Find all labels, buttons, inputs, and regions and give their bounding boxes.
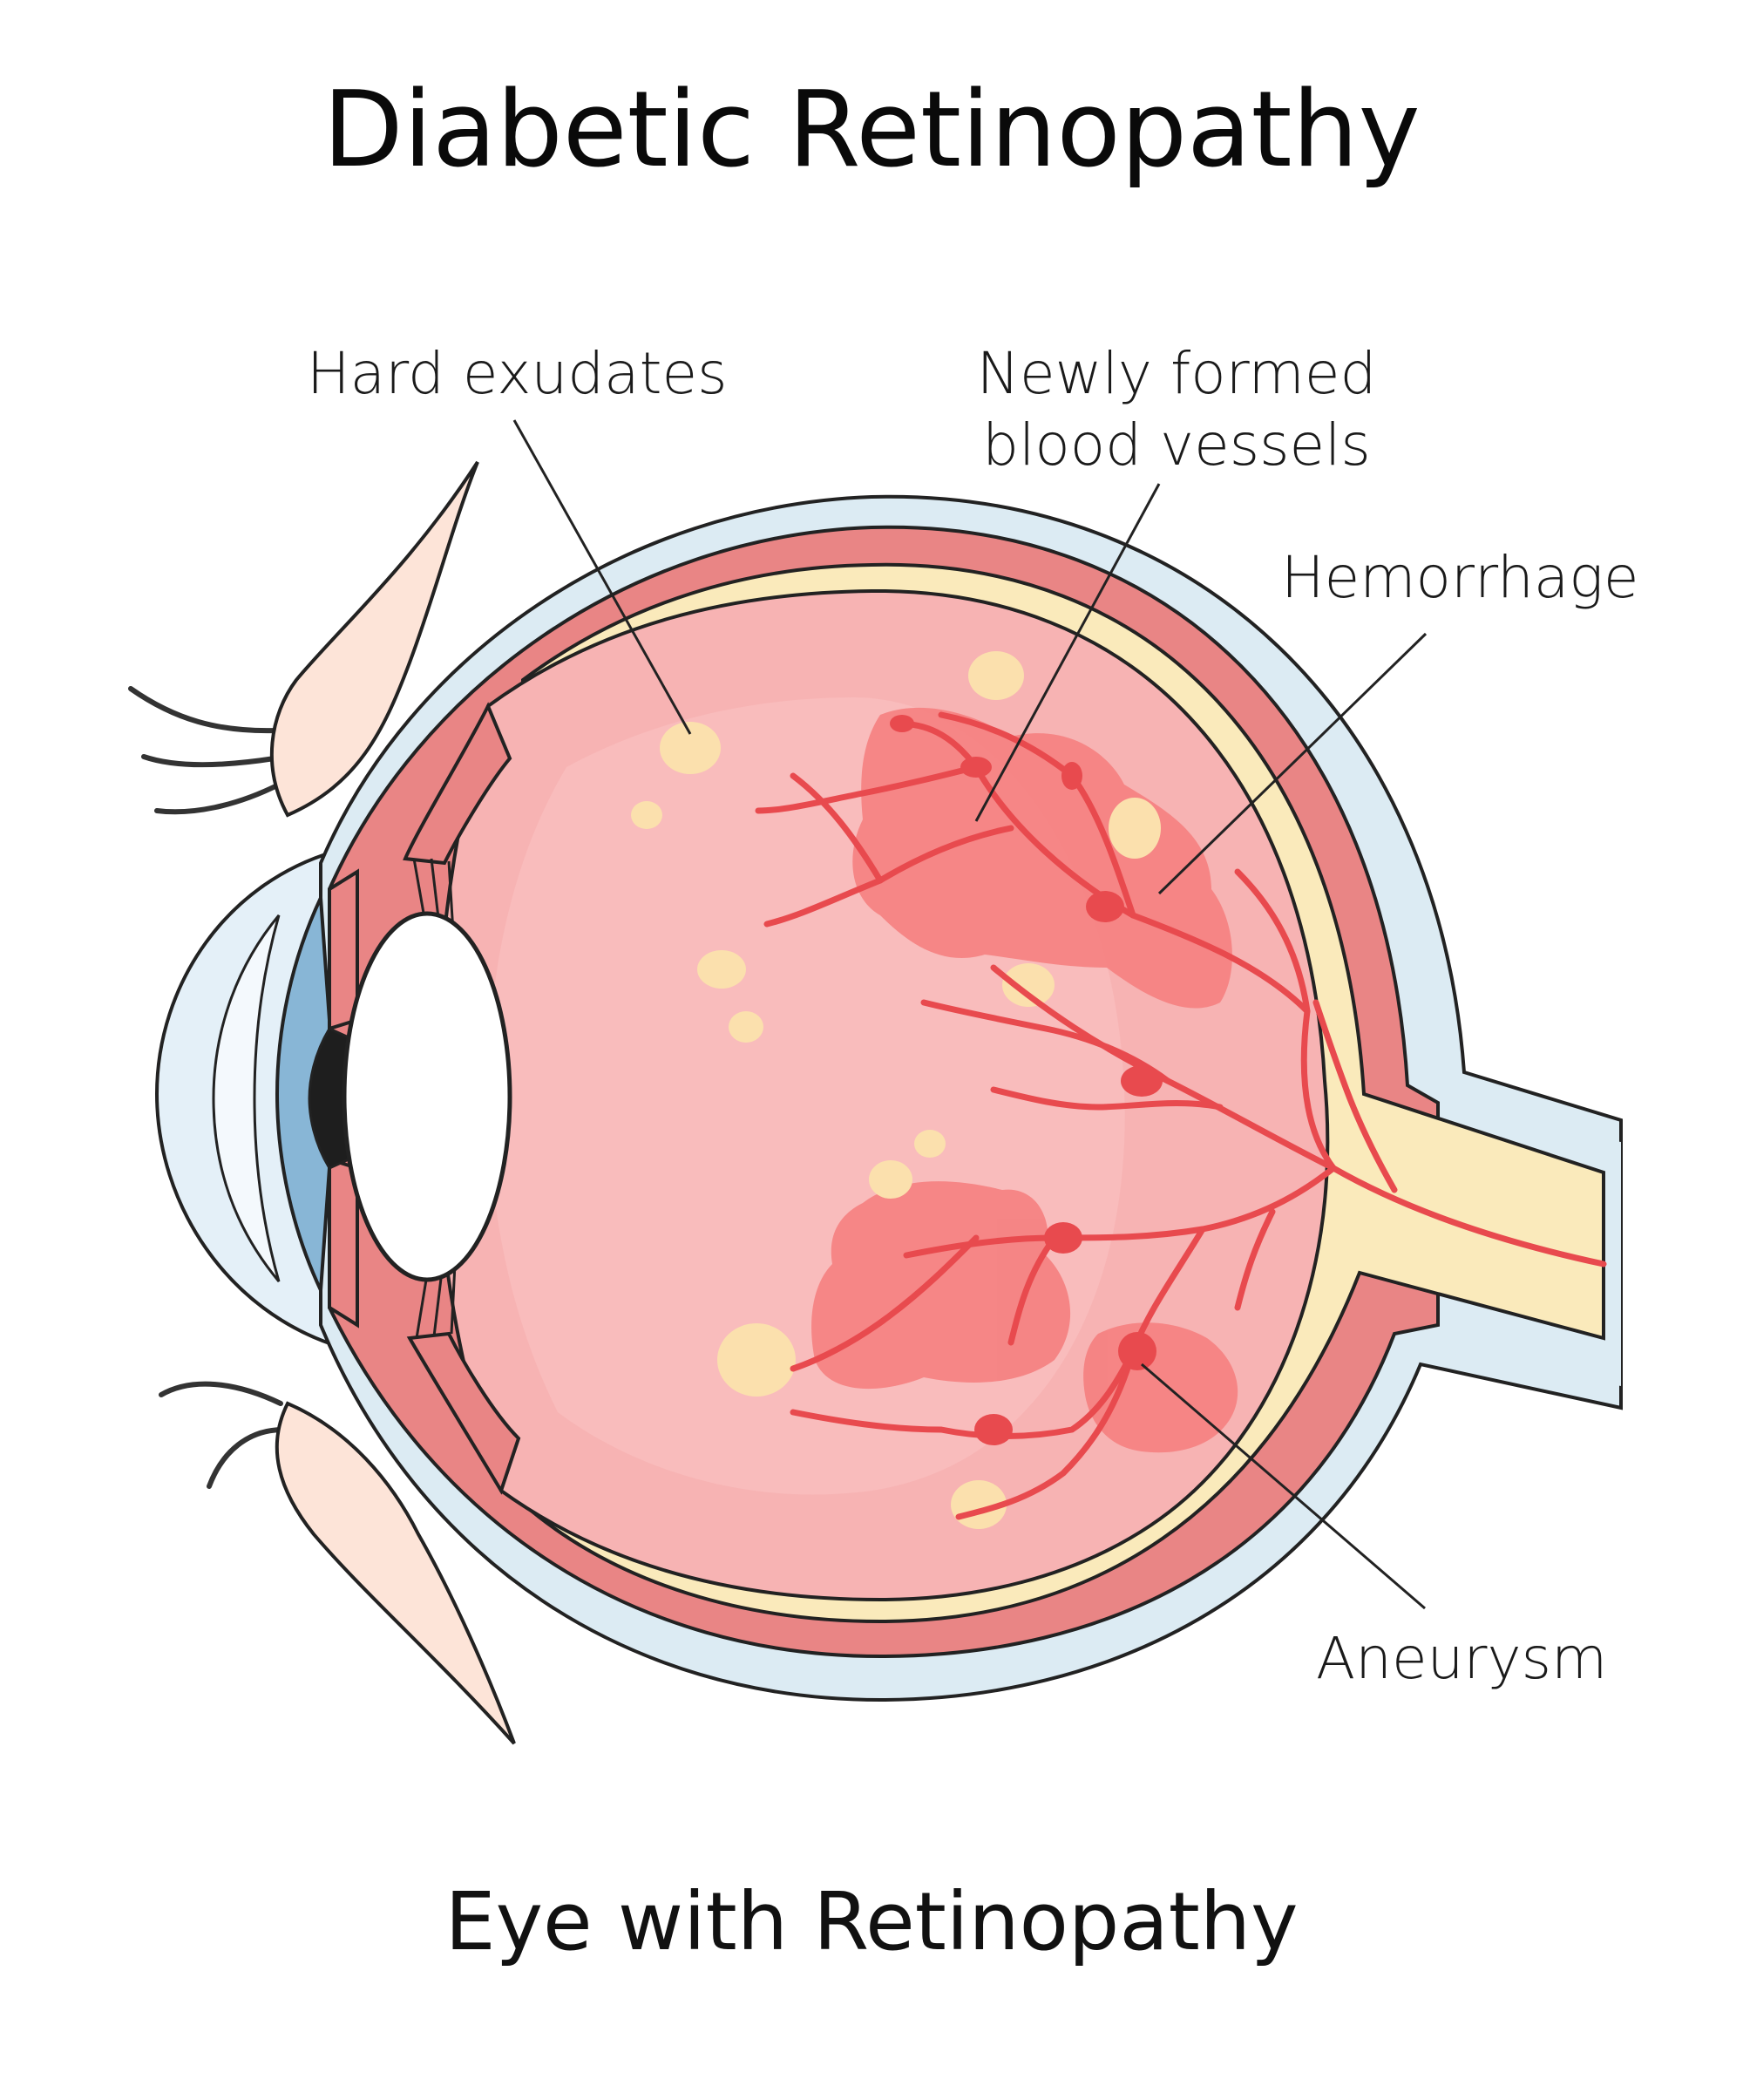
ciliary-body-upper	[403, 702, 512, 866]
leader-new-vessels	[974, 483, 1161, 822]
leader-lines	[512, 419, 1428, 1610]
lower-eyelid	[275, 1401, 516, 1745]
label-hemorrhage: Hemorrhage	[1281, 544, 1639, 611]
leader-hard-exudates	[512, 419, 692, 735]
ciliary-body-lower	[406, 1331, 521, 1495]
iris	[275, 891, 331, 1297]
subtitle-caption: Eye with Retinopathy	[444, 1875, 1299, 1968]
lower-eyelashes	[159, 1381, 286, 1489]
label-hard-exudates: Hard exudates	[307, 340, 728, 407]
upper-eyelid	[269, 460, 479, 818]
page-title: Diabetic Retinopathy	[322, 70, 1421, 191]
label-aneurysm: Aneurysm	[1316, 1625, 1608, 1692]
label-newly-formed-blood-vessels: Newly formed blood vessels	[976, 340, 1377, 479]
hemorrhage-areas	[811, 707, 1238, 1453]
retinal-blood-vessels	[755, 711, 1607, 1520]
lens	[342, 911, 512, 1282]
pupil	[308, 1027, 350, 1170]
aneurysm-bulges	[890, 715, 1163, 1445]
leader-aneurysm	[1141, 1363, 1426, 1610]
upper-eyelashes	[128, 686, 281, 815]
cornea-highlight	[212, 914, 281, 1282]
hard-exudate-spots	[631, 651, 1161, 1529]
leader-hemorrhage	[1157, 632, 1428, 895]
